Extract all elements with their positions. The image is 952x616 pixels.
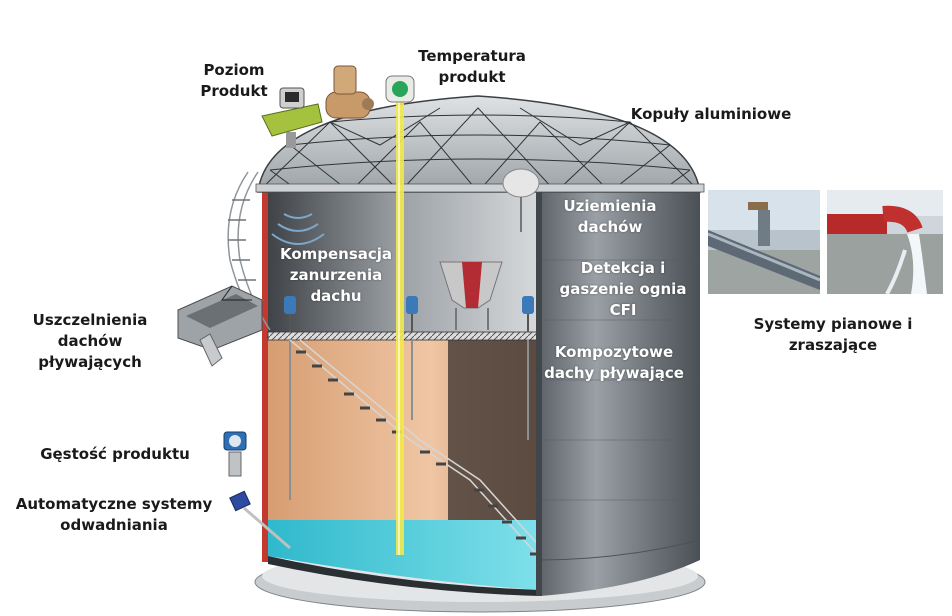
grounding-device bbox=[502, 168, 540, 232]
level-gauge bbox=[261, 87, 323, 148]
label-automatic-drainage: Automatyczne systemy odwadniania bbox=[15, 495, 213, 534]
tank-shell bbox=[536, 192, 701, 596]
drain-system bbox=[229, 490, 291, 550]
foam-system-photo-pipe bbox=[708, 190, 820, 294]
label-roof-grounding: Uziemienia dachów bbox=[563, 197, 657, 236]
temperature-probe bbox=[396, 100, 404, 555]
label-product-level: Poziom Produkt bbox=[200, 61, 268, 100]
label-product-temperature: Temperatura produkt bbox=[418, 47, 526, 86]
floating-roof-seal bbox=[177, 285, 263, 367]
aluminum-dome bbox=[255, 95, 705, 193]
label-product-density: Gęstość produktu bbox=[40, 445, 190, 463]
foam-system-photo-spray bbox=[827, 190, 943, 294]
label-roof-compensation: Kompensacja zanurzenia dachu bbox=[279, 245, 393, 305]
temperature-transmitter bbox=[385, 75, 415, 103]
label-roof-seals: Uszczelnienia dachów pływających bbox=[32, 311, 148, 371]
spray-photo-graphic bbox=[827, 190, 943, 294]
rolling-ladder bbox=[289, 339, 571, 581]
servo-gauge bbox=[325, 65, 374, 119]
label-foam-systems: Systemy pianowe i zraszające bbox=[753, 315, 913, 354]
radar-waves bbox=[271, 213, 325, 245]
label-fire-detection: Detekcja i gaszenie ognia CFI bbox=[559, 259, 687, 319]
pipe-photo-graphic bbox=[708, 190, 820, 294]
label-aluminum-domes: Kopuły aluminiowe bbox=[630, 105, 792, 123]
label-composite-roofs: Kompozytowe dachy pływające bbox=[544, 343, 684, 382]
density-meter bbox=[223, 431, 247, 477]
